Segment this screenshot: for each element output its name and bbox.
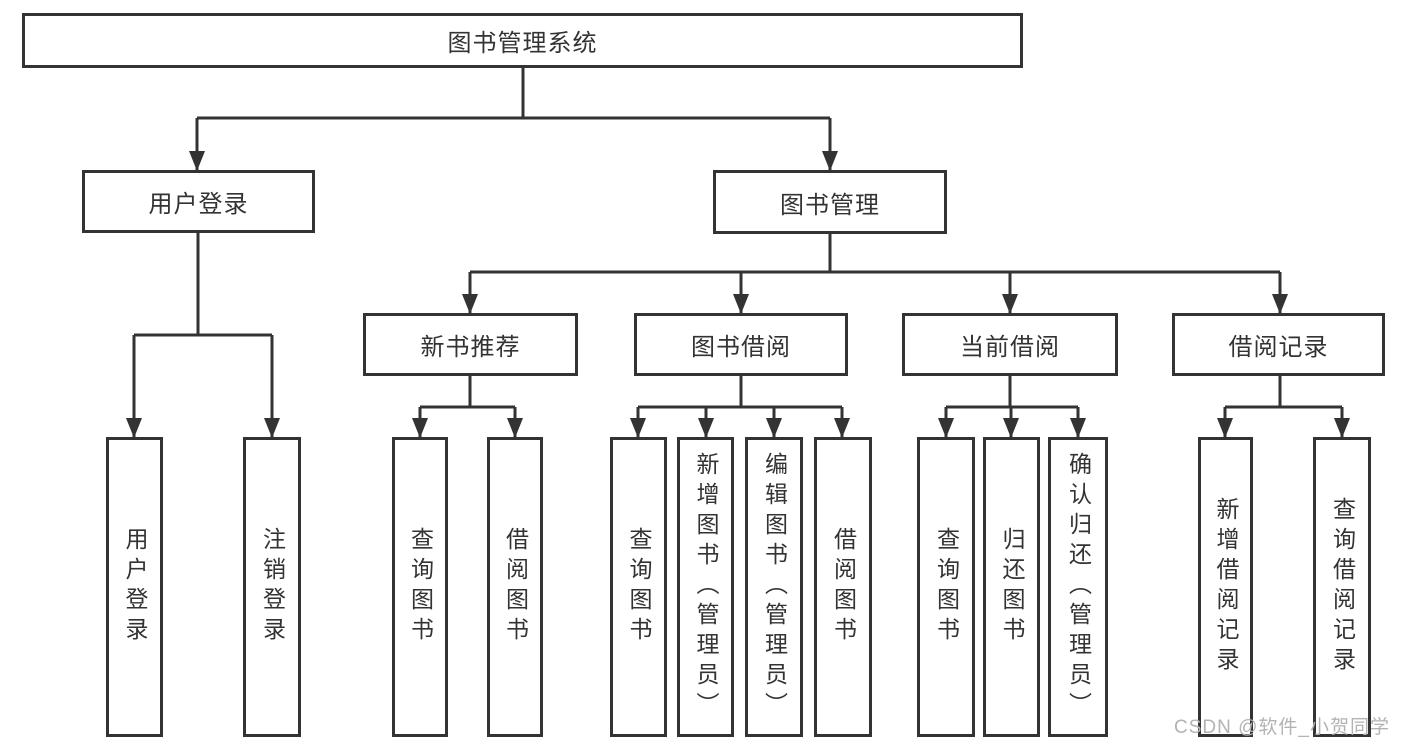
connector-new-book-trunk [420,376,515,409]
leaf-user-login: 用户登录 [106,437,163,737]
leaf-borrow-books: 借阅图书 [814,437,872,737]
leaf-confirm-return-admin: 确认归还（管理员） [1048,437,1108,737]
leaf-query-books-recommend: 查询图书 [392,437,448,737]
leaf-add-books-admin: 新增图书（管理员） [677,437,734,737]
connector-current-borrow-trunk [946,376,1078,409]
leaf-return-books: 归还图书 [983,437,1040,737]
node-book-management: 图书管理 [713,170,947,234]
node-root-system: 图书管理系统 [22,13,1023,68]
leaf-borrow-books-recommend: 借阅图书 [487,437,543,737]
watermark: CSDN @软件_小贺同学 [1174,717,1390,738]
connector-book-mgmt-trunk [470,234,1280,274]
node-new-book-recommend: 新书推荐 [363,313,578,376]
leaf-query-borrow-record: 查询借阅记录 [1313,437,1371,737]
leaf-edit-books-admin: 编辑图书（管理员） [745,437,803,737]
node-user-login: 用户登录 [82,170,315,233]
node-book-borrow: 图书借阅 [634,313,848,376]
connector-borrow-record-trunk [1225,376,1342,409]
node-current-borrow: 当前借阅 [902,313,1118,376]
connector-book-borrow-trunk [638,376,842,409]
leaf-add-borrow-record: 新增借阅记录 [1198,437,1253,737]
leaf-logout: 注销登录 [243,437,301,737]
connector-root-trunk [197,68,830,120]
node-borrow-record: 借阅记录 [1172,313,1385,376]
connector-user-login-trunk [134,233,272,337]
leaf-query-books-borrow: 查询图书 [610,437,667,737]
leaf-query-books-current: 查询图书 [917,437,975,737]
